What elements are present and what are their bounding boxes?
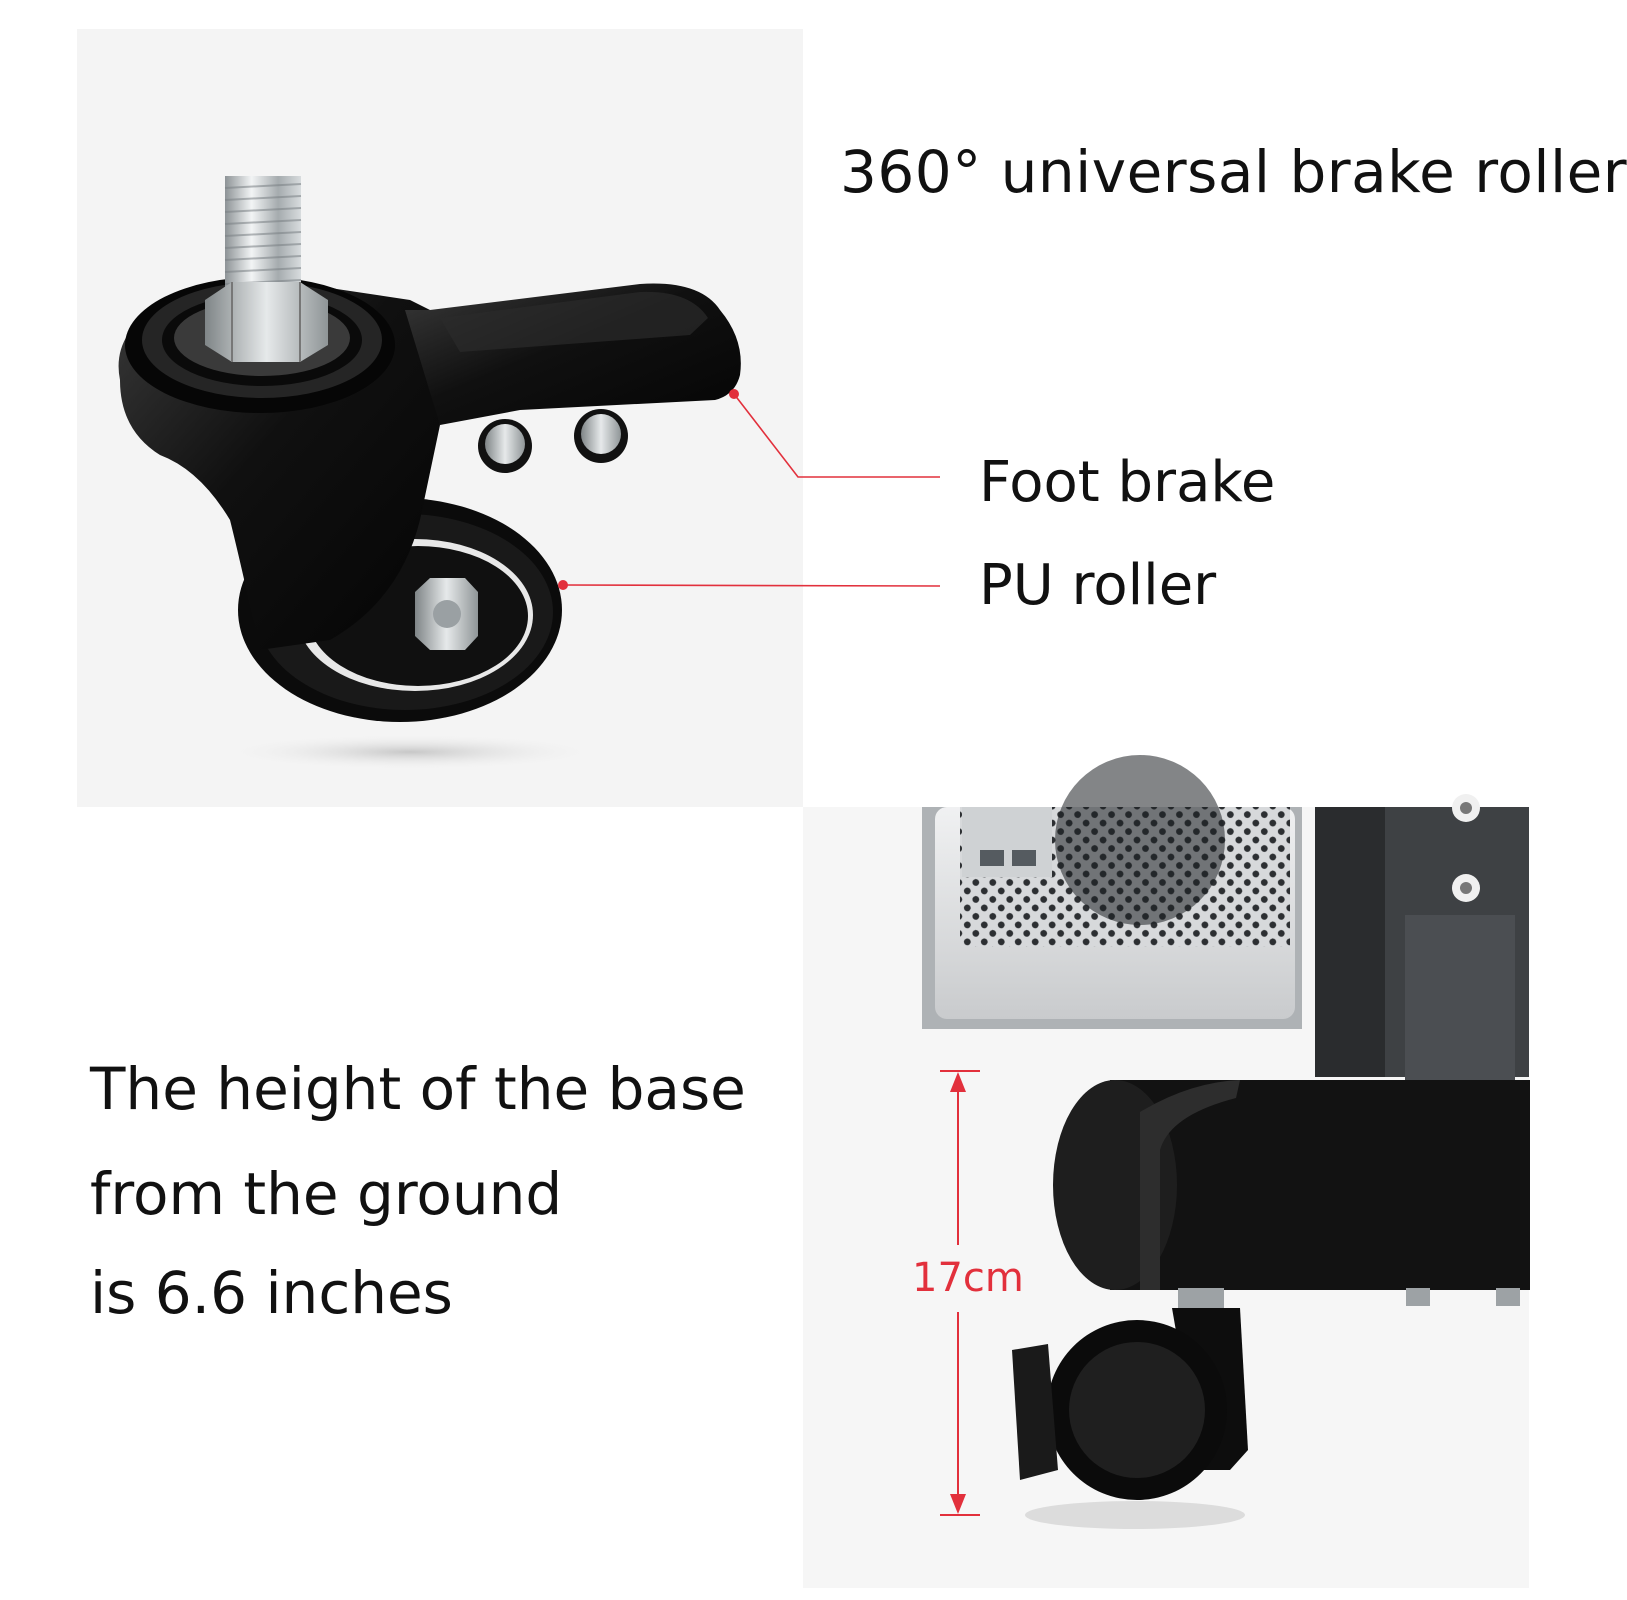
height-text-line-3: is 6.6 inches — [90, 1259, 453, 1327]
cart-base-tube — [1053, 1080, 1530, 1308]
callout-foot-brake: Foot brake — [979, 450, 1276, 515]
cart-base-illustration — [922, 755, 1530, 1529]
height-text-line-2: from the ground — [90, 1160, 563, 1228]
measurement-label: 17cm — [912, 1255, 1024, 1301]
callout-lines — [558, 389, 941, 590]
caster-rivets — [478, 409, 628, 473]
callout-pu-roller: PU roller — [979, 553, 1217, 618]
caster-floor-shadow — [220, 734, 600, 770]
caster-wheel-illustration — [118, 176, 941, 770]
caster-axle-nut — [415, 578, 478, 650]
measurement-arrow — [940, 1070, 980, 1516]
cart-frame — [1315, 794, 1529, 1080]
title: 360° universal brake roller — [840, 138, 1627, 206]
height-text-line-1: The height of the base — [90, 1055, 746, 1123]
caster-bolt — [205, 176, 328, 362]
cart-caster — [1012, 1308, 1248, 1529]
computer-chassis — [922, 755, 1302, 1029]
